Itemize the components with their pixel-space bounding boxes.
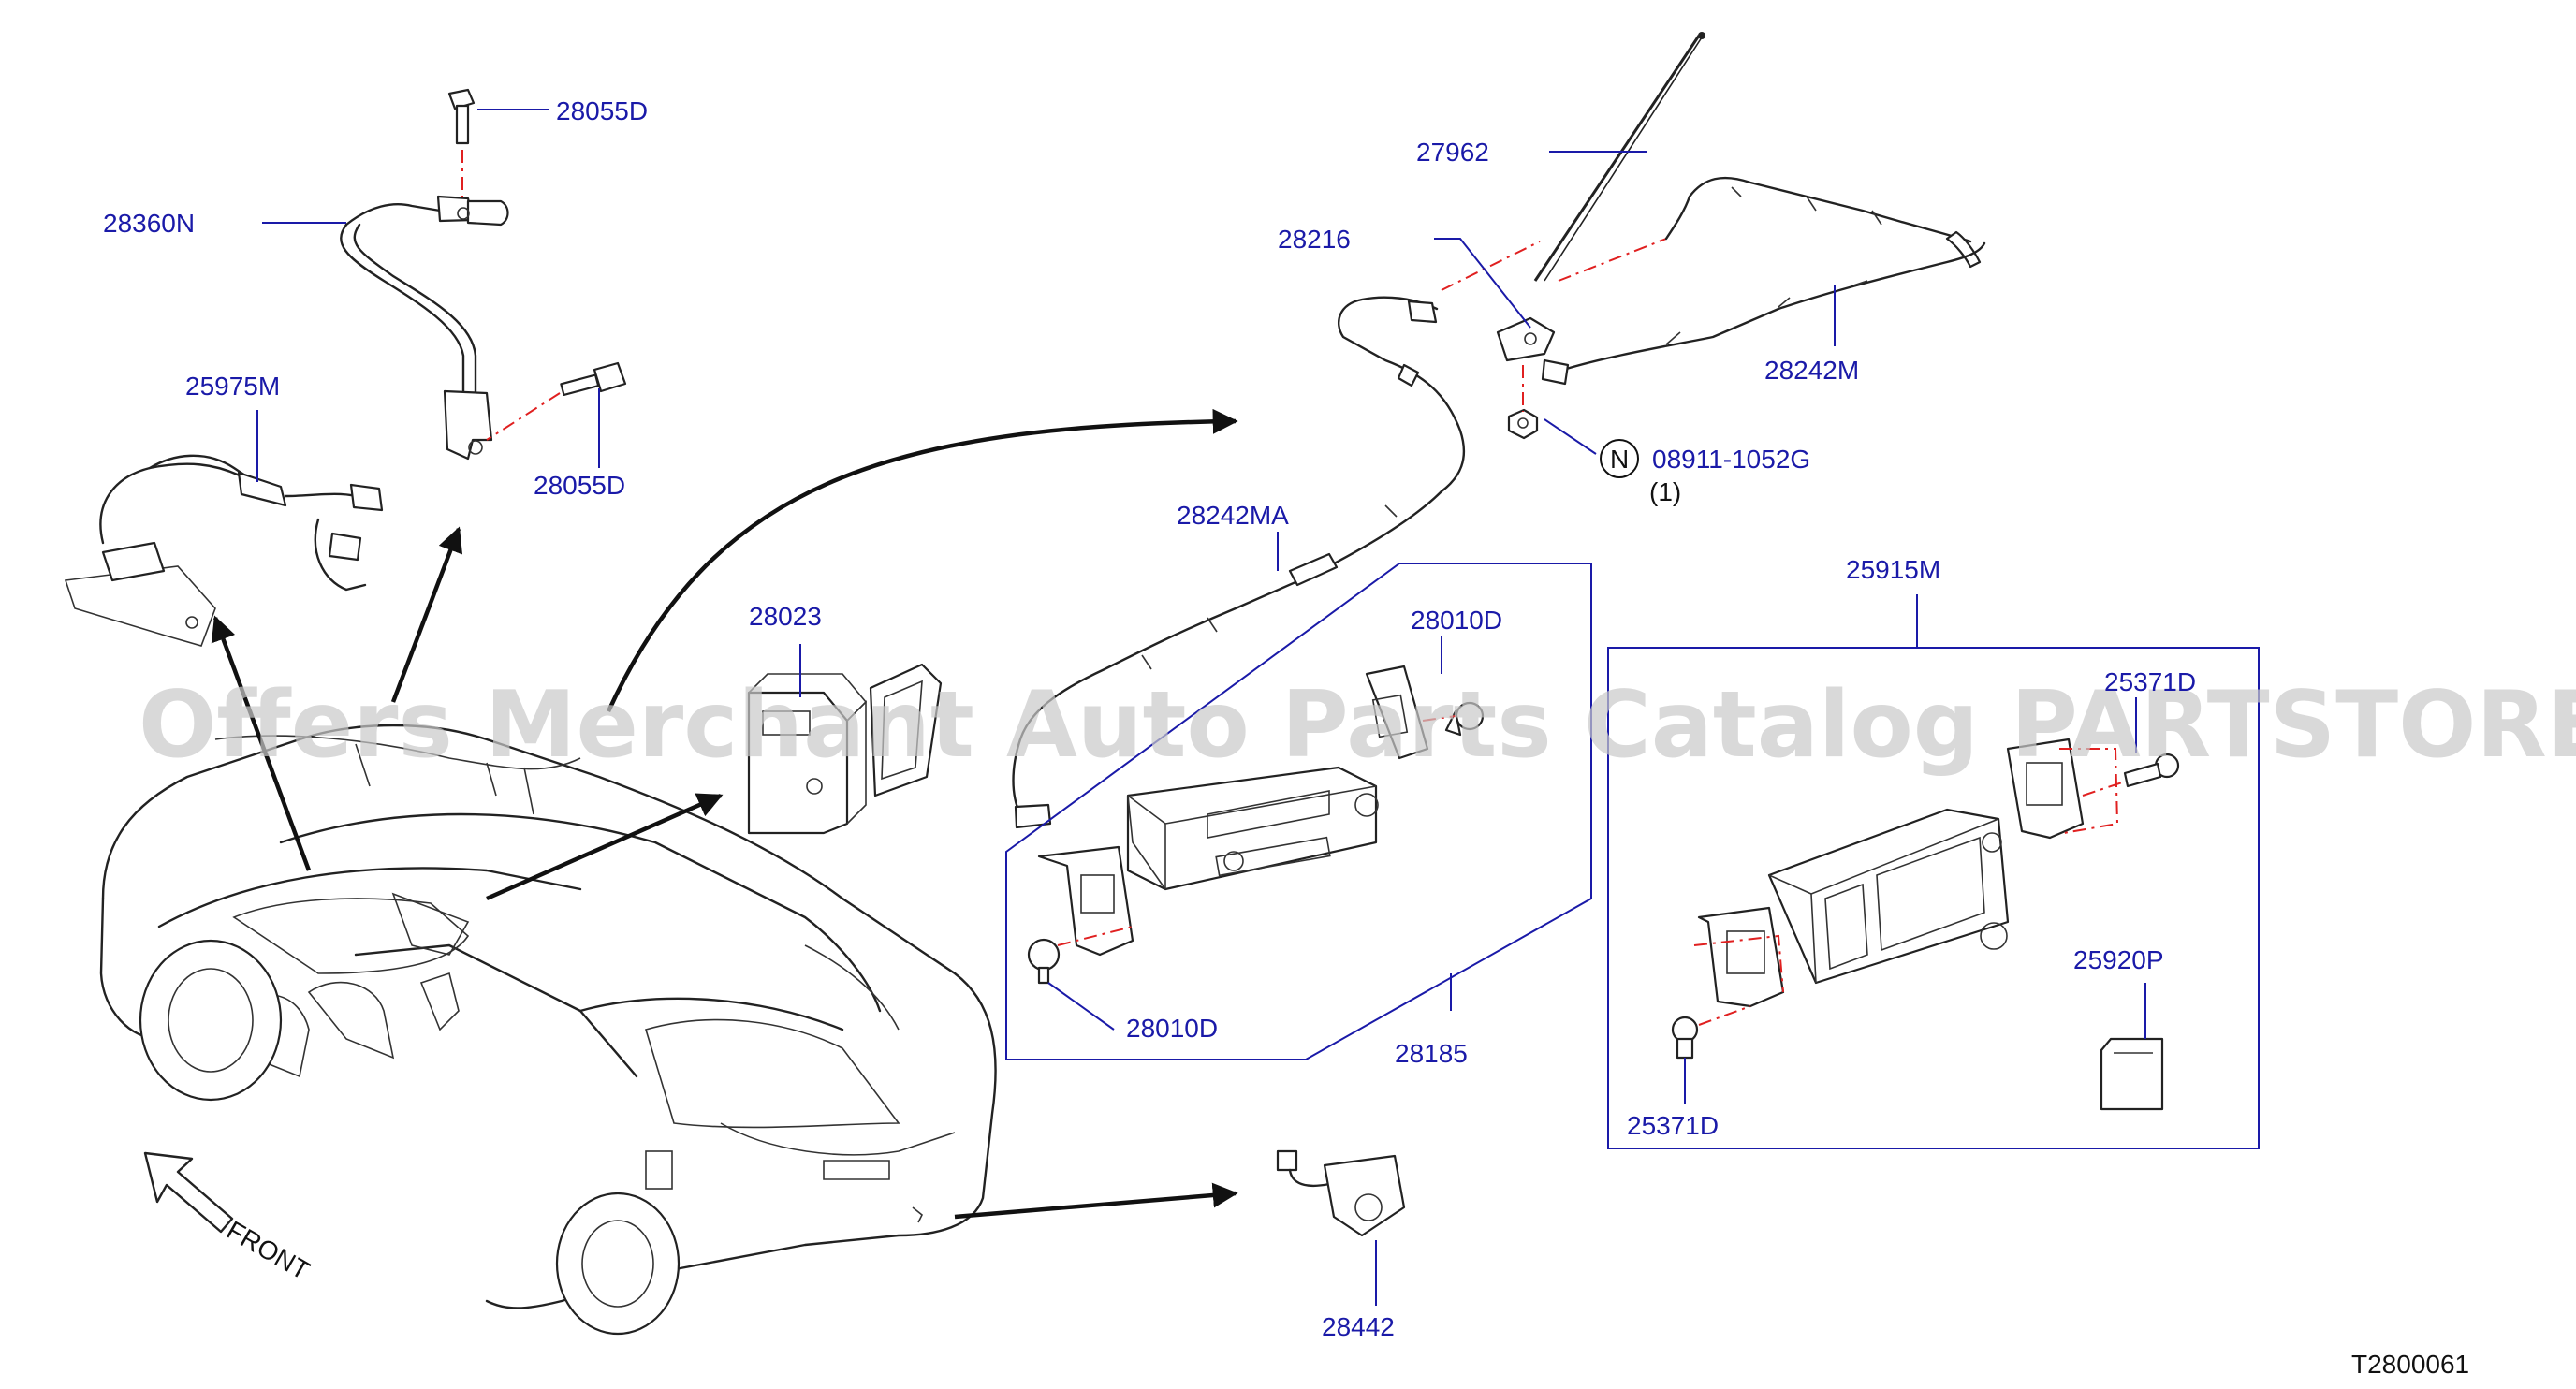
bracket-25915M-right [2006, 738, 2085, 840]
label-08911-1052G: 08911-1052G [1652, 445, 1810, 474]
vehicle-illustration [99, 724, 997, 1336]
label-28242M: 28242M [1764, 356, 1859, 385]
label-28185: 28185 [1395, 1039, 1468, 1068]
group-box-25915M [1607, 647, 2260, 1149]
screw-25371D-bottom [1671, 1016, 1699, 1060]
label-25920P: 25920P [2073, 945, 2164, 974]
antenna-cable-28242M [1541, 176, 1986, 386]
screw-25371D-top [2123, 753, 2180, 788]
bracket-25915M-left [1697, 906, 1785, 1008]
label-25371D-bottom: 25371D [1627, 1111, 1719, 1140]
label-28055D-mid: 28055D [534, 471, 625, 500]
bolt-28055D-mid [560, 361, 627, 397]
screw-28010D-top [1444, 701, 1485, 737]
module-28023 [747, 663, 943, 835]
screw-28010D-bottom [1027, 938, 1061, 985]
bracket-28185-left [1037, 845, 1134, 957]
group-box-28185 [1005, 563, 1592, 1060]
location-arrows [211, 408, 1238, 1220]
sd-card-25920P [2100, 1037, 2164, 1111]
label-25975M: 25975M [185, 372, 280, 401]
label-28242MA: 28242MA [1177, 501, 1289, 530]
label-28010D-bottom: 28010D [1126, 1014, 1218, 1043]
antenna-base-28216 [1496, 316, 1556, 362]
harness-25975M [64, 454, 384, 647]
watermark: Offers Merchant Auto Parts Catalog PARTS… [139, 672, 2576, 779]
antenna-cable-28242MA [1012, 296, 1466, 829]
audio-unit-28185 [1126, 766, 1379, 891]
drawing-code: T2800061 [2351, 1350, 2469, 1379]
front-label: FRONT [222, 1215, 315, 1285]
front-direction-indicator: FRONT [143, 1151, 315, 1285]
label-08911-qty: (1) [1649, 477, 1681, 506]
label-25915M: 25915M [1846, 555, 1940, 584]
label-25371D-top: 25371D [2104, 667, 2196, 696]
label-28010D-top: 28010D [1411, 606, 1502, 635]
label-28055D-top: 28055D [556, 96, 648, 125]
rear-camera-28442 [1276, 1149, 1406, 1237]
marker-N-circle [1600, 439, 1639, 478]
bolt-28055D-top [447, 88, 476, 145]
label-28216: 28216 [1278, 225, 1351, 254]
label-28023: 28023 [749, 602, 822, 631]
label-28442: 28442 [1322, 1312, 1395, 1341]
label-28360N: 28360N [103, 209, 195, 238]
navigation-unit-25915M [1767, 808, 2010, 985]
antenna-27962 [1533, 32, 1705, 282]
label-27962: 27962 [1416, 138, 1489, 167]
marker-N: N [1610, 445, 1629, 474]
ground-strap-28360N [340, 195, 509, 461]
callout-labels: 28055D 28360N 28055D 25975M 28023 27962 … [103, 96, 2469, 1379]
bracket-28185-right [1365, 665, 1429, 760]
leader-lines [256, 109, 2146, 1306]
nut-08911-1052G [1507, 408, 1539, 440]
